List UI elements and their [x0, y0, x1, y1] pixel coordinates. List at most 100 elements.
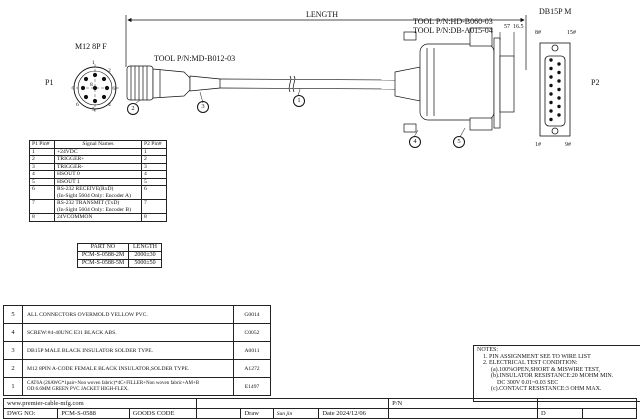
p2-pin: 8 — [141, 213, 167, 222]
length-value: 2000±30 — [128, 251, 162, 260]
callout-1: 1 — [293, 95, 305, 107]
m12-pin-label: 6 — [76, 102, 79, 108]
dim-16-5: 16.5 — [513, 24, 524, 30]
m12-pin-label: 8 — [90, 82, 93, 88]
p1-pin: 6 — [29, 185, 55, 200]
tool-m12: TOOL P/N:MD-B012-03 — [154, 54, 236, 63]
signal-name: TRIGGER- — [54, 162, 142, 171]
db15-pin — [549, 117, 553, 122]
tool-db-2: TOOL P/N:DB-A015-04 — [413, 26, 493, 35]
db15-title: DB15P M — [539, 7, 572, 16]
title-block-blank — [536, 398, 638, 409]
tool-db-1: TOOL P/N:HD-B060-03 — [413, 17, 493, 26]
db15-pin8-label: 8# — [535, 30, 541, 36]
signal-name: +24VDC — [54, 147, 142, 156]
callout-2: 2 — [127, 103, 139, 115]
length-label: LENGTH — [306, 10, 338, 19]
bom-code: A1272 — [233, 359, 271, 378]
goods-code-value — [195, 408, 242, 419]
signature: Sun jin — [272, 408, 320, 419]
date-value: 2024/12/06 — [336, 410, 366, 417]
col-header: LENGTH — [128, 243, 162, 252]
dim-db-width — [499, 32, 515, 56]
bom-description: M12 8PIN A-CODE FEMALE BLACK INSULATOR,S… — [22, 359, 234, 378]
m12-pin-label: 3 — [113, 86, 116, 92]
bom-code: E1497 — [233, 377, 271, 396]
m12-pin-label: 7 — [72, 86, 75, 92]
p1-label: P1 — [45, 78, 54, 87]
length-dimension — [125, 15, 527, 70]
part-no: PCM-S-0588-5M — [77, 259, 129, 268]
p2-pin: 1 — [141, 147, 167, 156]
bom-description: SCREW:#4-40UNC E31 BLACK ABS. — [22, 323, 234, 342]
m12-pin-label: 1 — [92, 60, 95, 66]
m12-pin-label: 4 — [108, 102, 111, 108]
draw-label: Draw — [240, 408, 274, 419]
db15-pin — [549, 83, 553, 88]
note-line: (a).100%OPEN,SHORT & MISWIRE TEST, — [491, 366, 600, 373]
note-line: 2. ELECTRICAL TEST CONDITION: — [483, 360, 578, 366]
title-block-row-1: www.premier-cable-mfg.com P/N — [3, 398, 638, 409]
p1-pin: 5 — [29, 177, 55, 186]
dim-57: 57 — [504, 24, 510, 30]
p1-pin: 7 — [29, 199, 55, 214]
col-header: P1 Pin# — [29, 140, 55, 149]
note-line: 1. PIN ASSIGNMENT SEE TO WIRE LIST — [483, 353, 591, 360]
db15-pin — [549, 100, 553, 105]
company-url: www.premier-cable-mfg.com — [3, 398, 197, 409]
p2-pin: 4 — [141, 170, 167, 179]
pn-label: P/N — [388, 398, 538, 409]
callout-3: 3 — [197, 101, 209, 113]
title-block-blank — [388, 408, 538, 419]
m12-face — [71, 64, 119, 112]
date-cell: Date 2024/12/06 — [318, 408, 390, 419]
db15-pin9-label: 9# — [565, 142, 571, 148]
signal-name: RS-232 TRANSMIT (TxD) (In-Sight 5604 Onl… — [54, 199, 142, 214]
note-line: DC 300V 0.01~0.03 SEC — [497, 379, 559, 386]
col-header: Signal Names — [54, 140, 142, 149]
p1-pin: 8 — [29, 213, 55, 222]
bom-item-no: 5 — [3, 305, 23, 324]
bom-description: CAT6A (26AWG*1pair+Non woven fabric)*4C+… — [22, 377, 234, 396]
bom-code: C0052 — [233, 323, 271, 342]
date-label: Date — [322, 410, 335, 417]
db15-pin — [549, 66, 553, 71]
title-block-row-2: DWG NO: PCM-S-0588 GOODS CODE Draw Sun j… — [2, 408, 638, 419]
col-header: PART NO — [77, 243, 129, 252]
db15-pin1-label: 1# — [535, 142, 541, 148]
db15-pin — [557, 113, 561, 117]
p1-pin: 4 — [29, 170, 55, 179]
signal-name: HSOUT 0 — [54, 170, 142, 179]
db15-connector — [394, 27, 515, 133]
db15-pin15-label: 15# — [567, 30, 576, 36]
bom-item-no: 1 — [3, 377, 23, 396]
p2-label: P2 — [591, 78, 600, 87]
length-table-header: PART NO LENGTH — [77, 243, 162, 252]
notes-box: NOTES: 1. PIN ASSIGNMENT SEE TO WIRE LIS… — [473, 345, 640, 402]
d-label: D — [536, 408, 583, 419]
signal-name: HSOUT 1 — [54, 177, 142, 186]
m12-pin-label: 2 — [108, 68, 111, 74]
p2-pin: 2 — [141, 155, 167, 164]
db15-pin — [549, 58, 553, 62]
bom-item-no: 2 — [3, 359, 23, 378]
length-value: 5000±50 — [128, 259, 162, 268]
callout-4: 4 — [409, 136, 421, 148]
db15-pin — [557, 79, 561, 83]
